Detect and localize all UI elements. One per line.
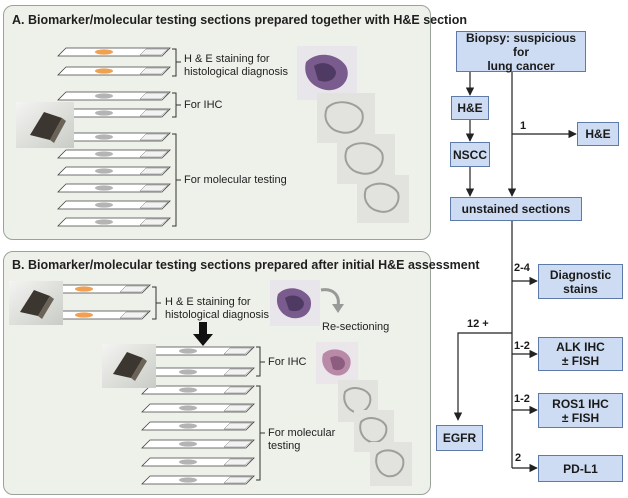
edge-label-alk: 1-2 — [514, 340, 530, 352]
edge-label-ros1: 1-2 — [514, 393, 530, 405]
panel-b — [3, 251, 431, 495]
edge-label-diagnostic: 2-4 — [514, 262, 530, 274]
node-egfr: EGFR — [436, 425, 483, 451]
panel-b-molecular-label: For molecular testing — [268, 427, 336, 452]
panel-b-resection-label: Re-sectioning — [322, 321, 390, 333]
panel-b-he-label: H & E staining for histological diagnosi… — [165, 296, 269, 321]
node-pdl1: PD-L1 — [538, 455, 623, 482]
edge-label-egfr: 12 + — [467, 318, 489, 330]
conn-egfr — [453, 332, 512, 421]
edge-label-1: 1 — [520, 120, 527, 132]
panel-a-molecular-label: For molecular testing — [184, 174, 287, 186]
node-alk: ALK IHC ± FISH — [538, 337, 623, 371]
panel-b-title: B. Biomarker/molecular testing sections … — [12, 258, 480, 272]
panel-a-title: A. Biomarker/molecular testing sections … — [12, 13, 467, 27]
node-diagnostic-stains: Diagnostic stains — [538, 264, 623, 299]
node-nscc: NSCC — [450, 142, 490, 167]
panel-a-ihc-label: For IHC — [184, 99, 223, 111]
panel-a-he-label: H & E staining for histological diagnosi… — [184, 53, 288, 78]
edge-label-pdl1: 2 — [515, 452, 522, 464]
panel-a — [3, 5, 431, 240]
panel-b-ihc-label: For IHC — [268, 356, 307, 368]
node-ros1: ROS1 IHC ± FISH — [538, 393, 623, 428]
node-he-right: H&E — [577, 122, 619, 146]
node-biopsy: Biopsy: suspicious for lung cancer — [456, 31, 586, 73]
node-unstained-sections: unstained sections — [450, 197, 582, 221]
node-he-left: H&E — [451, 96, 489, 120]
